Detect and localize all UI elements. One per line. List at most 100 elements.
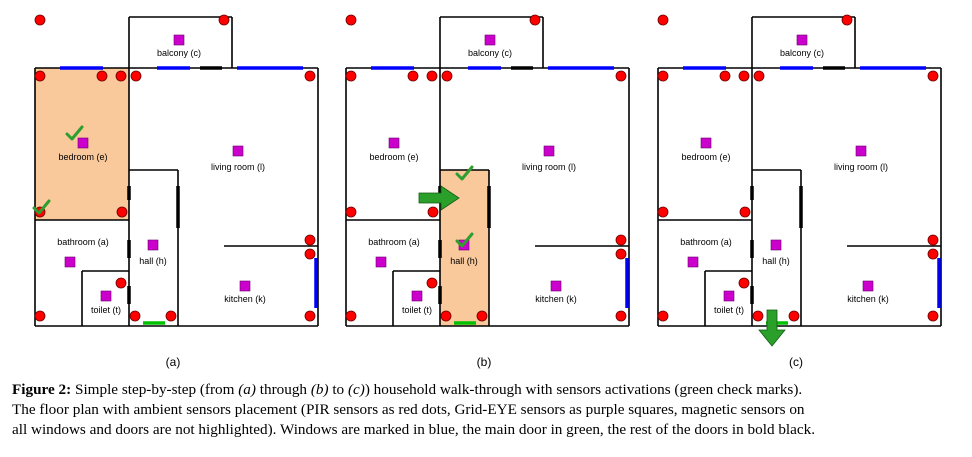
room-label-bathroom: bathroom (a) (368, 237, 420, 247)
panel-label: (a) (166, 355, 181, 369)
pir-sensor (96, 70, 108, 82)
grid-eye-sensor (173, 34, 185, 46)
check-mark (32, 199, 51, 215)
grid-eye-sensor (550, 280, 562, 292)
pir-sensor (841, 14, 853, 26)
room-label-kitchen: kitchen (k) (847, 294, 889, 304)
panel-b: balcony (c)bedroom (e)living room (l)bat… (345, 14, 630, 369)
pir-sensor (130, 70, 142, 82)
pir-sensor (304, 248, 316, 260)
grid-eye-sensor (687, 256, 699, 268)
grid-eye-sensor (100, 290, 112, 302)
panel-c: balcony (c)bedroom (e)living room (l)bat… (657, 14, 942, 369)
pir-sensor (304, 234, 316, 246)
room-label-bedroom: bedroom (e) (58, 152, 107, 162)
pir-sensor (34, 14, 46, 26)
pir-sensor (34, 70, 46, 82)
pir-sensor (345, 310, 357, 322)
room-label-balcony: balcony (c) (468, 48, 512, 58)
caption-ref-b: (b) (310, 381, 329, 398)
pir-sensor (345, 14, 357, 26)
pir-sensor (657, 70, 669, 82)
pir-sensor (927, 70, 939, 82)
pir-sensor (739, 206, 751, 218)
grid-eye-sensor (232, 145, 244, 157)
pir-sensor (615, 70, 627, 82)
grid-eye-sensor (700, 137, 712, 149)
caption-line-1: Figure 2: Simple step-by-step (from (a) … (12, 380, 967, 400)
pir-sensor (304, 310, 316, 322)
entry-arrow (418, 185, 460, 211)
pir-sensor (927, 310, 939, 322)
room-label-hall: hall (h) (139, 256, 167, 266)
pir-sensor (927, 234, 939, 246)
pir-sensor (738, 277, 750, 289)
exit-arrow (758, 309, 786, 347)
grid-eye-sensor (855, 145, 867, 157)
grid-eye-sensor (411, 290, 423, 302)
pir-sensor (476, 310, 488, 322)
grid-eye-sensor (770, 239, 782, 251)
grid-eye-sensor (723, 290, 735, 302)
caption-line-2: The floor plan with ambient sensors plac… (12, 401, 805, 418)
pir-sensor (753, 70, 765, 82)
pir-sensor (115, 70, 127, 82)
pir-sensor (788, 310, 800, 322)
room-label-living: living room (l) (522, 162, 576, 172)
pir-sensor (116, 206, 128, 218)
room-label-toilet: toilet (t) (91, 305, 121, 315)
grid-eye-sensor (388, 137, 400, 149)
pir-sensor (440, 310, 452, 322)
pir-sensor (719, 70, 731, 82)
pir-sensor (129, 310, 141, 322)
caption-text: to (328, 381, 348, 398)
check-mark (65, 125, 84, 141)
caption-figure-label: Figure 2: (12, 381, 72, 398)
pir-sensor (615, 310, 627, 322)
pir-sensor (927, 248, 939, 260)
room-label-toilet: toilet (t) (714, 305, 744, 315)
caption-text: ) household walk-through with sensors ac… (364, 381, 803, 398)
pir-sensor (345, 70, 357, 82)
grid-eye-sensor (147, 239, 159, 251)
check-mark (455, 232, 474, 248)
pir-sensor (165, 310, 177, 322)
grid-eye-sensor (64, 256, 76, 268)
room-label-living: living room (l) (211, 162, 265, 172)
grid-eye-sensor (484, 34, 496, 46)
pir-sensor (615, 248, 627, 260)
pir-sensor (34, 310, 46, 322)
room-label-bedroom: bedroom (e) (681, 152, 730, 162)
pir-sensor (657, 14, 669, 26)
pir-sensor (345, 206, 357, 218)
pir-sensor (427, 206, 439, 218)
grid-eye-sensor (77, 137, 89, 149)
pir-sensor (426, 277, 438, 289)
figure-caption: Figure 2: Simple step-by-step (from (a) … (12, 380, 967, 440)
check-mark (455, 165, 474, 181)
grid-eye-sensor (239, 280, 251, 292)
grid-eye-sensor (862, 280, 874, 292)
room-label-kitchen: kitchen (k) (535, 294, 577, 304)
panel-a: balcony (c) bedroom (e) living room (l) bat… (32, 14, 319, 369)
caption-text: through (255, 381, 311, 398)
pir-sensor (218, 14, 230, 26)
room-label-toilet: toilet (t) (402, 305, 432, 315)
pir-sensor (407, 70, 419, 82)
pir-sensor (115, 277, 127, 289)
room-label-hall: hall (h) (450, 256, 478, 266)
room-label-bathroom: bathroom (a) (57, 237, 109, 247)
pir-sensor (441, 70, 453, 82)
grid-eye-sensor (543, 145, 555, 157)
caption-ref-a: (a) (238, 381, 256, 398)
room-label-kitchen: kitchen (k) (224, 294, 266, 304)
room-label-balcony: balcony (c) (157, 48, 201, 58)
grid-eye-sensor (375, 256, 387, 268)
pir-sensor (657, 310, 669, 322)
panel-label: (c) (789, 355, 803, 369)
room-label-living: living room (l) (834, 162, 888, 172)
caption-line-3: all windows and doors are not highlighte… (12, 421, 816, 438)
pir-sensor (426, 70, 438, 82)
room-label-bathroom: bathroom (a) (680, 237, 732, 247)
